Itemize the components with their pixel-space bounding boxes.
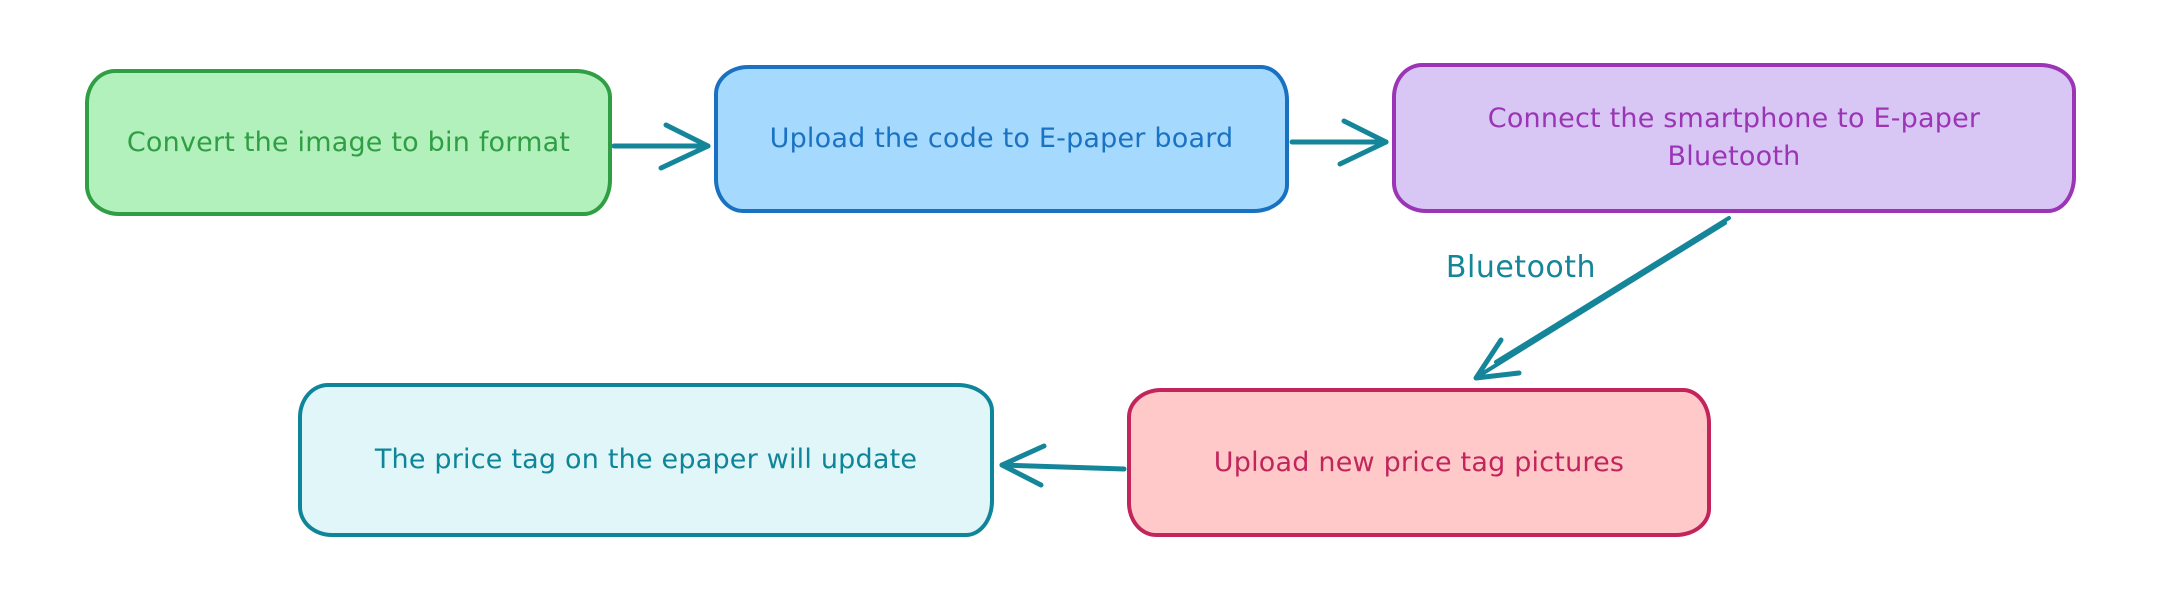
node-label: The price tag on the epaper will update xyxy=(374,444,918,475)
node-upload-code[interactable]: Upload the code to E-paper board xyxy=(714,65,1289,213)
edge-convert-to-upload-code[interactable] xyxy=(611,122,711,171)
node-connect-smartphone[interactable]: Connect the smartphone to E-paper Blueto… xyxy=(1392,63,2076,213)
node-convert-image[interactable]: Convert the image to bin format xyxy=(85,69,612,216)
edge-connect-to-upload-pictures[interactable] xyxy=(1473,216,1731,381)
node-price-tag-update[interactable]: The price tag on the epaper will update xyxy=(298,383,994,537)
node-label: Connect the smartphone to E-paper Blueto… xyxy=(1487,103,1981,172)
node-label: Upload the code to E-paper board xyxy=(769,123,1234,154)
edge-upload-pictures-to-update[interactable] xyxy=(999,443,1127,488)
edge-label-bluetooth[interactable]: Bluetooth xyxy=(1445,250,1597,285)
node-label: Upload new price tag pictures xyxy=(1213,446,1625,478)
node-upload-pictures[interactable]: Upload new price tag pictures xyxy=(1127,388,1711,537)
node-label: Convert the image to bin format xyxy=(126,126,571,158)
edge-upload-code-to-connect[interactable] xyxy=(1289,118,1389,167)
